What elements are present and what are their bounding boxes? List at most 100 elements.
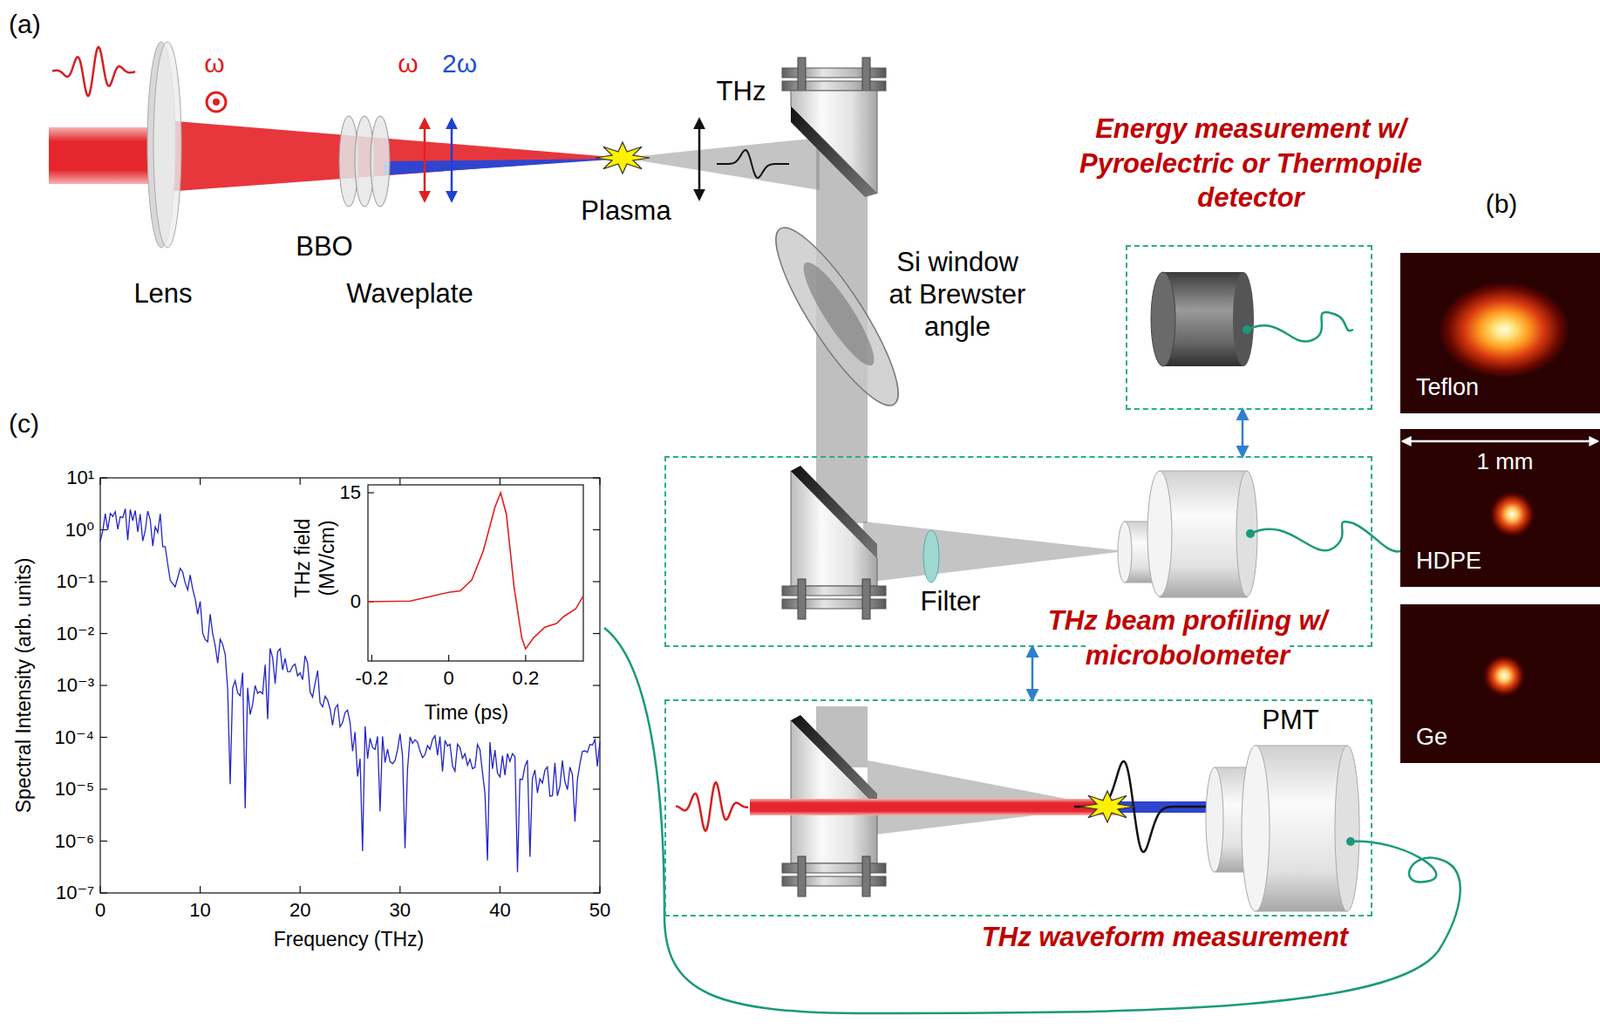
svg-ellipse <box>1232 272 1254 367</box>
measurement-group: THz beam profiling w/ microbolometer <box>664 456 1373 647</box>
figure-label: 10⁻⁶ <box>54 829 95 852</box>
svg-ellipse <box>1150 272 1176 367</box>
figure-label: 30 <box>389 898 411 922</box>
svg-g <box>367 492 526 661</box>
axis-tick <box>100 633 108 634</box>
silicon-window <box>757 214 916 419</box>
axis-tick <box>99 885 101 893</box>
axis-tick <box>592 529 600 531</box>
figure-label: Lens <box>133 277 192 310</box>
group-heading: THz beam profiling w/ microbolometer <box>1048 605 1328 671</box>
svg-polygon <box>790 106 878 198</box>
figure-label: Spectral Intensity (arb. units) <box>12 558 37 814</box>
axis-tick <box>592 684 600 686</box>
axis-tick <box>592 788 600 790</box>
plasma-spark <box>595 142 650 174</box>
figure-label: 50 <box>589 898 611 922</box>
axis-tick <box>592 840 600 842</box>
figure-label: 10¹ <box>66 466 95 490</box>
figure-label: BBO <box>295 230 353 263</box>
figure-label: 0 <box>350 590 361 613</box>
figure-label: 40 <box>489 898 511 922</box>
axis-tick <box>524 654 526 661</box>
svg-g <box>100 477 600 893</box>
axis-tick <box>448 654 450 661</box>
polarization-dot <box>212 98 220 106</box>
svg-polyline <box>367 492 584 649</box>
figure-label: Plasma <box>580 194 671 227</box>
figure-label: Si window at Brewster angle <box>885 245 1030 344</box>
probe-beam <box>749 798 1121 816</box>
energy-detector <box>1150 272 1254 367</box>
axis-tick <box>399 885 401 893</box>
svg-ellipse <box>757 214 916 419</box>
svg-rect <box>862 578 871 620</box>
axis-tick <box>599 477 600 485</box>
axis-tick <box>100 476 108 478</box>
svg-rect <box>1159 470 1247 598</box>
thz-pulse <box>716 149 790 178</box>
plasma-spark <box>1080 790 1135 823</box>
axis-tick <box>592 736 600 738</box>
svg-ellipse <box>1236 470 1258 597</box>
axis-tick <box>599 885 600 893</box>
svg-ellipse <box>1117 521 1132 583</box>
probe-pulse <box>675 782 749 831</box>
svg-rect <box>100 477 600 893</box>
figure-label: 10 <box>189 898 211 922</box>
waveplate <box>370 115 390 207</box>
figure-label: Frequency (THz) <box>273 927 425 953</box>
material-label: HDPE <box>1416 547 1482 575</box>
axis-tick <box>100 580 108 582</box>
figure-label: 10⁻² <box>56 621 95 645</box>
figure-label: 10⁻¹ <box>56 570 95 593</box>
signal-cable <box>604 627 1461 1014</box>
axis-tick <box>199 477 201 485</box>
figure-label: 2ω <box>442 47 477 80</box>
svg-ellipse <box>793 255 884 374</box>
heading-wrap: THz beam profiling w/ microbolometer <box>1004 603 1371 673</box>
axis-tick <box>371 654 373 661</box>
svg-polygon <box>790 465 878 559</box>
polarization-arrow <box>423 119 427 201</box>
beam-image: Ge <box>1400 604 1600 763</box>
figure-label: THz field (MV/cm) <box>291 506 340 610</box>
axis-tick <box>100 891 108 893</box>
svg-line <box>1402 440 1598 443</box>
material-label: Ge <box>1416 723 1448 751</box>
polarization-out-of-plane <box>206 92 226 112</box>
axis-tick <box>592 476 600 478</box>
figure-label: 10⁻⁵ <box>54 777 95 801</box>
axis-tick <box>499 885 501 893</box>
svg-ellipse <box>1241 745 1270 912</box>
spectrum-plot <box>100 477 600 893</box>
focused-thz-beam <box>863 521 1125 583</box>
svg-rect <box>797 856 806 897</box>
axis-tick <box>299 885 301 893</box>
figure-label: 10⁻³ <box>56 674 95 697</box>
figure-label: THz <box>716 74 767 108</box>
beam-image: Teflon <box>1400 252 1600 414</box>
svg-polygon <box>790 90 878 194</box>
figure-label: 20 <box>289 898 311 922</box>
microbolometer <box>1117 470 1258 598</box>
filter <box>923 530 940 583</box>
double-arrow <box>1031 646 1035 700</box>
figure-label: 15 <box>340 481 361 504</box>
svg-rect <box>797 578 806 620</box>
detector-cable <box>1246 312 1354 342</box>
thz-polarization-arrow <box>698 119 702 199</box>
group-heading: THz waveform measurement <box>981 919 1349 955</box>
figure-label: Waveplate <box>346 277 473 310</box>
figure-label: 0 <box>443 667 455 690</box>
axis-tick <box>499 477 501 485</box>
figure-label: 0 <box>95 898 106 922</box>
svg-polygon <box>790 714 878 807</box>
axis-tick <box>592 633 600 634</box>
axis-tick <box>100 788 108 790</box>
figure-label: (c) <box>8 408 40 440</box>
figure-label: ω <box>204 47 225 80</box>
axis-tick <box>592 580 600 582</box>
photomultiplier-tube <box>1205 745 1360 912</box>
parabolic-mirror <box>782 57 886 198</box>
